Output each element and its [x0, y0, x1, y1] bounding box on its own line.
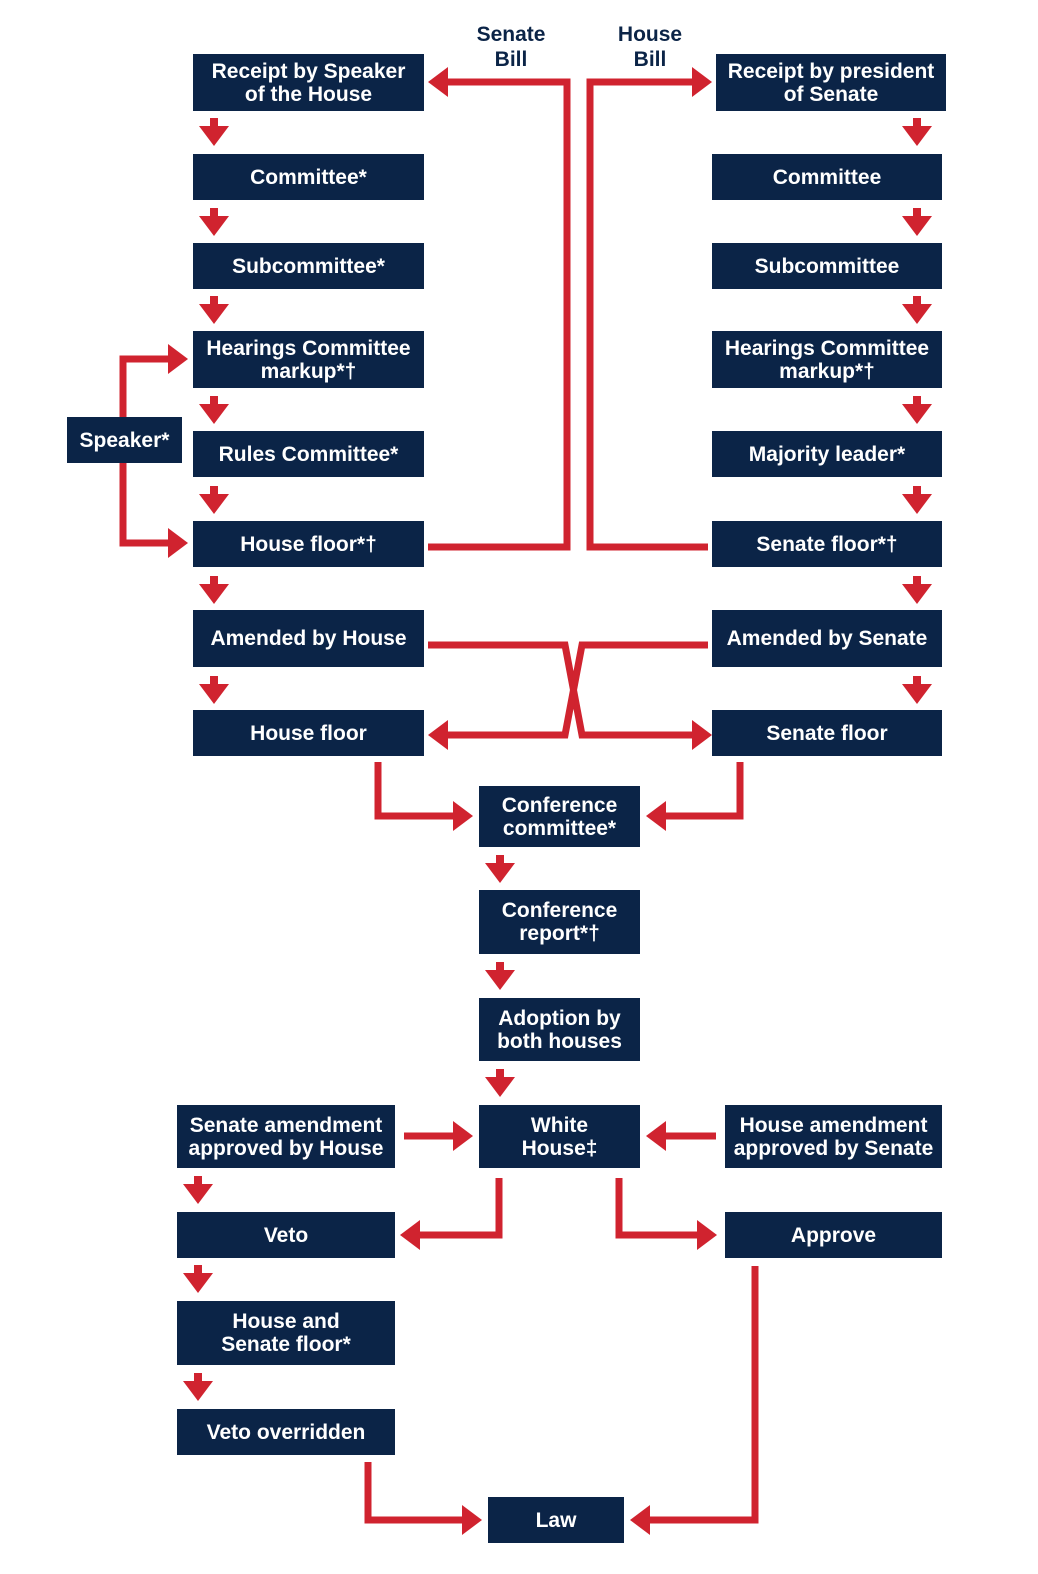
senate-down-arrow-1: [902, 126, 932, 146]
house-down-arrow-2: [199, 216, 229, 236]
house-down-arrow-7-stem: [210, 676, 218, 688]
senate-committee-box: Committee: [712, 154, 942, 200]
house-floor-2-box: House floor: [193, 710, 424, 756]
speaker-box: Speaker*: [67, 417, 182, 463]
house-down-arrow-6: [199, 584, 229, 604]
approve-to-law-line: [648, 1266, 759, 1524]
final-down-arrow-3: [183, 1381, 213, 1401]
senate-down-arrow-6: [902, 584, 932, 604]
house-down-arrow-7: [199, 684, 229, 704]
conference-down-arrow-2-stem: [496, 962, 504, 974]
conference-down-arrow-2: [485, 970, 515, 990]
house-floor-box: House floor*†: [193, 521, 424, 567]
veto-box: Veto: [177, 1212, 395, 1258]
speaker-hearings-arrowhead: [168, 344, 188, 374]
house-committee-box: Committee*: [193, 154, 424, 200]
senate-floor-box: Senate floor*†: [712, 521, 942, 567]
final-down-arrow-2: [183, 1273, 213, 1293]
house-floor-to-conference-line: [374, 762, 455, 820]
amended-by-house-box: Amended by House: [193, 610, 424, 667]
conference-down-arrow-3: [485, 1077, 515, 1097]
final-down-arrow-2-stem: [194, 1265, 202, 1277]
senate-down-arrow-1-stem: [913, 118, 921, 130]
house-down-arrow-4-stem: [210, 396, 218, 408]
amended-house-arrowhead: [692, 720, 712, 750]
house-amendment-arrowhead: [646, 1121, 666, 1151]
senate-subcommittee-box: Subcommittee: [712, 243, 942, 289]
white-house-to-veto-line: [418, 1178, 503, 1239]
house-down-arrow-5-stem: [210, 486, 218, 498]
final-down-arrow-3-stem: [194, 1373, 202, 1385]
final-down-arrow-1-stem: [194, 1176, 202, 1188]
amended-by-senate-box: Amended by Senate: [712, 610, 942, 667]
house-down-arrow-1: [199, 126, 229, 146]
veto-overridden-box: Veto overridden: [177, 1409, 395, 1455]
conference-down-arrow-1-stem: [496, 855, 504, 867]
house-down-arrow-1-stem: [210, 118, 218, 130]
senate-down-arrow-2: [902, 216, 932, 236]
senate-down-arrow-5: [902, 494, 932, 514]
house-floor-to-senate-receipt-line: [428, 78, 571, 551]
house-down-arrow-5: [199, 494, 229, 514]
house-down-arrow-2-stem: [210, 208, 218, 220]
house-conference-arrowhead: [453, 801, 473, 831]
veto-overridden-law-arrowhead: [462, 1505, 482, 1535]
house-bill-arrowhead: [692, 67, 712, 97]
senate-down-arrow-3-stem: [913, 296, 921, 308]
conference-down-arrow-1: [485, 863, 515, 883]
senate-floor-to-conference-line: [664, 762, 744, 820]
house-down-arrow-6-stem: [210, 576, 218, 588]
senate-down-arrow-5-stem: [913, 486, 921, 498]
amended-by-house-to-senate-floor-line: [428, 641, 693, 739]
conference-down-arrow-3-stem: [496, 1069, 504, 1081]
final-down-arrow-1: [183, 1184, 213, 1204]
senate-conference-arrowhead: [646, 801, 666, 831]
approve-box: Approve: [725, 1212, 942, 1258]
senate-floor-2-box: Senate floor: [712, 710, 942, 756]
rules-committee-box: Rules Committee*: [193, 431, 424, 477]
law-box: Law: [488, 1497, 624, 1543]
senate-down-arrow-2-stem: [913, 208, 921, 220]
senate-down-arrow-4: [902, 404, 932, 424]
senate-amendment-arrowhead: [453, 1121, 473, 1151]
senate-down-arrow-3: [902, 304, 932, 324]
speaker-floor-arrowhead: [168, 528, 188, 558]
house-down-arrow-3-stem: [210, 296, 218, 308]
speaker-to-hearings-line: [119, 355, 170, 417]
amended-senate-arrowhead: [428, 720, 448, 750]
senate-floor-to-house-receipt-line: [586, 78, 708, 551]
senate-bill-arrowhead: [428, 67, 448, 97]
senate-down-arrow-7: [902, 684, 932, 704]
senate-down-arrow-7-stem: [913, 676, 921, 688]
house-down-arrow-3: [199, 304, 229, 324]
house-subcommittee-box: Subcommittee*: [193, 243, 424, 289]
senate-down-arrow-4-stem: [913, 396, 921, 408]
approve-arrowhead: [697, 1220, 717, 1250]
approve-law-arrowhead: [630, 1505, 650, 1535]
veto-overridden-to-law-line: [364, 1462, 464, 1524]
speaker-to-house-floor-line: [119, 463, 170, 547]
house-down-arrow-4: [199, 404, 229, 424]
amended-by-senate-to-house-floor-line: [446, 641, 708, 739]
majority-leader-box: Majority leader*: [712, 431, 942, 477]
senate-down-arrow-6-stem: [913, 576, 921, 588]
white-house-to-approve-line: [615, 1178, 699, 1239]
veto-arrowhead: [400, 1220, 420, 1250]
